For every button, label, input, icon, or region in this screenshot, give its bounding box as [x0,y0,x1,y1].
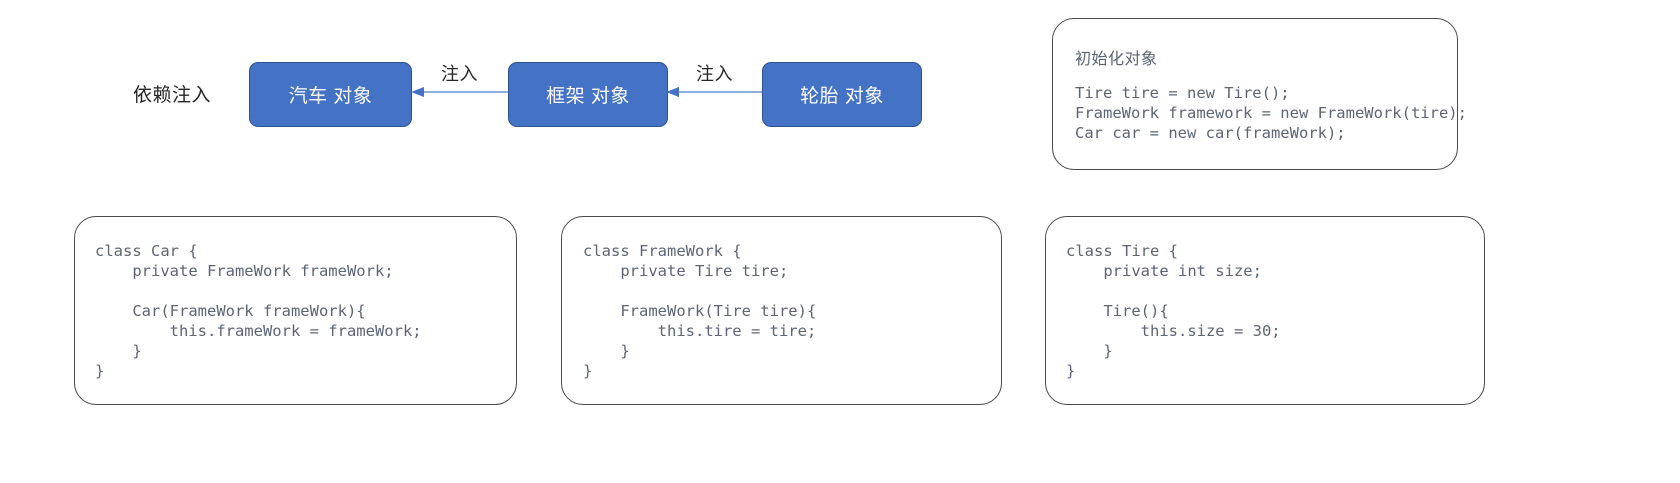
panel-initialize-objects: 初始化对象 Tire tire = new Tire(); FrameWork … [1052,18,1467,170]
node-tire-object[interactable]: 轮胎 对象 [762,62,922,127]
node-car-object[interactable]: 汽车 对象 [249,62,412,127]
arrow-label-inject-1: 注入 [441,64,478,84]
arrow-framework-to-car [411,87,510,97]
panel-class-tire: class Tire { private int size; Tire(){ t… [1045,216,1485,405]
arrow-tire-to-framework [666,87,764,97]
panel-class-framework: class FrameWork { private Tire tire; Fra… [561,216,1002,405]
dependency-injection-label: 依赖注入 [133,85,212,106]
arrow-label-inject-2: 注入 [696,64,733,84]
panel-init-title: 初始化对象 [1075,51,1158,68]
node-framework-object[interactable]: 框架 对象 [508,62,668,127]
panel-framework-code: class FrameWork { private Tire tire; Fra… [583,242,817,380]
panel-car-code: class Car { private FrameWork frameWork;… [95,242,422,380]
panel-init-code: Tire tire = new Tire(); FrameWork framew… [1075,84,1467,142]
panel-tire-code: class Tire { private int size; Tire(){ t… [1066,242,1281,380]
panel-class-car: class Car { private FrameWork frameWork;… [74,216,517,405]
